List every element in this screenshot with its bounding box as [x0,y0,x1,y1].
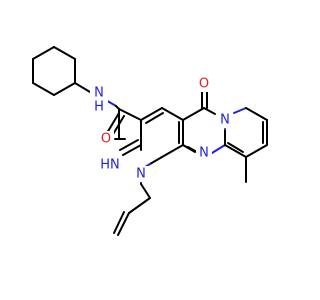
svg-text:H: H [94,100,104,115]
imine-group [119,139,142,156]
label-amide-nh: N H [90,85,108,115]
pyridine-ring-right [224,107,268,158]
label-n-pyrimidine: N [196,145,212,161]
svg-text:N: N [136,167,146,182]
molecule-structure: N H O HN N N N O [32,46,268,236]
svg-text:N: N [220,113,230,128]
label-imine: HN [98,157,122,173]
pyridine-ring-left [140,107,184,168]
svg-text:N: N [199,146,209,161]
cyclohexyl-ring [32,46,76,96]
allyl-group [113,176,151,236]
svg-text:O: O [101,132,111,147]
svg-text:O: O [199,77,209,92]
label-amide-o: O [98,131,114,147]
svg-text:N: N [94,86,104,101]
label-keto-o: O [196,76,212,92]
label-n-bridge: N [217,112,233,128]
keto-group [201,89,208,109]
label-n1: N [133,166,149,182]
svg-text:HN: HN [100,158,120,173]
